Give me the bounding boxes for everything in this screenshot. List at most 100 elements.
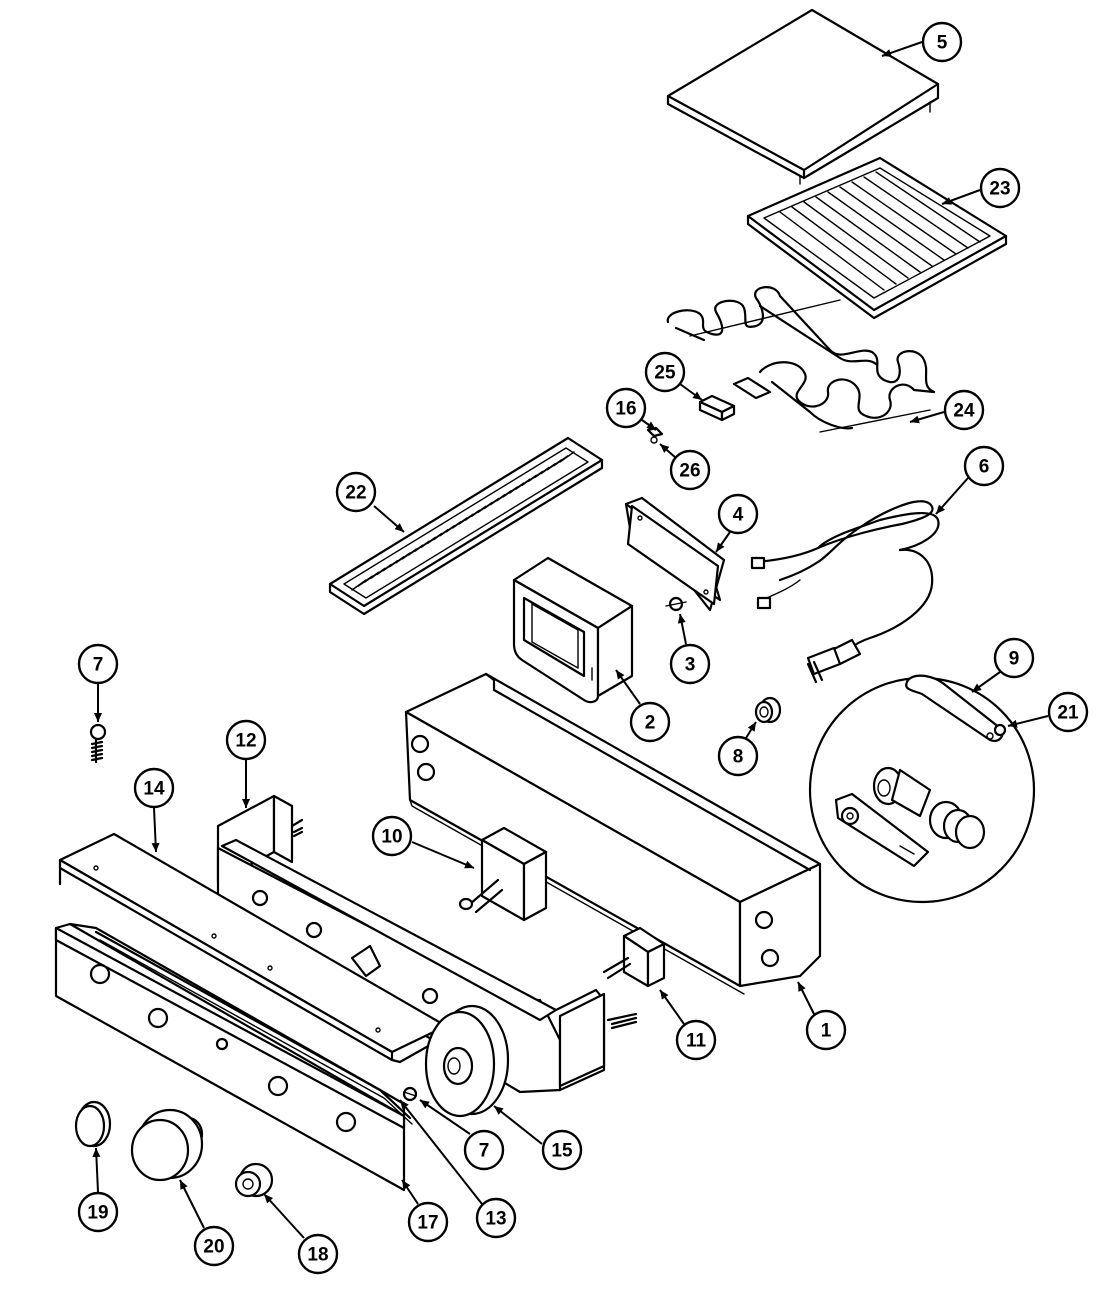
callout-2: 2 <box>629 701 671 743</box>
callout-number: 17 <box>417 1213 438 1234</box>
part-cover-plate <box>666 8 940 185</box>
callout-circle <box>133 767 175 809</box>
callout-number: 26 <box>679 461 700 482</box>
callout-circle <box>77 1191 119 1233</box>
callout-number: 8 <box>733 747 744 768</box>
part-long-grate <box>328 436 604 616</box>
arrowhead <box>494 1106 504 1115</box>
part-small-screw <box>650 436 658 444</box>
arrowhead <box>464 860 474 869</box>
callout-6: 6 <box>963 445 1005 487</box>
arrowhead <box>798 982 806 992</box>
leader-line <box>419 1099 471 1135</box>
callout-20: 20 <box>193 1225 235 1267</box>
callout-25: 25 <box>644 351 686 393</box>
callout-13: 13 <box>475 1197 517 1239</box>
part-rotary-switch <box>458 826 548 922</box>
leader-line <box>493 1105 543 1145</box>
arrowhead <box>92 1148 101 1158</box>
arrowhead <box>616 670 625 680</box>
callout-number: 18 <box>307 1245 328 1266</box>
part-trim-strip <box>94 930 413 1125</box>
callout-number: 6 <box>979 457 990 478</box>
callout-circle <box>717 493 759 535</box>
callout-11: 11 <box>675 1019 717 1061</box>
callout-19: 19 <box>77 1191 119 1233</box>
part-knob <box>130 1108 204 1182</box>
callout-circle <box>225 719 267 761</box>
callout-circle <box>1047 691 1089 733</box>
callout-circle <box>669 449 711 491</box>
arrowhead <box>972 683 982 692</box>
callout-number: 14 <box>143 779 165 800</box>
callout-number: 1 <box>821 1021 832 1042</box>
arrowhead <box>402 1180 411 1190</box>
part-blower-wheel <box>424 1004 510 1118</box>
callout-4: 4 <box>717 493 759 535</box>
callout-circle <box>605 387 647 429</box>
callout-number: 12 <box>235 731 256 752</box>
arrowhead <box>910 415 920 424</box>
arrowhead <box>264 1194 274 1204</box>
arrowhead <box>942 197 952 205</box>
callout-number: 16 <box>615 399 636 420</box>
grate-bar <box>559 451 575 463</box>
callout-18: 18 <box>297 1233 339 1275</box>
callout-circle <box>297 1233 339 1275</box>
callout-number: 15 <box>551 1141 573 1162</box>
callout-circle <box>675 1019 717 1061</box>
arrowhead <box>936 504 945 514</box>
callout-number: 11 <box>686 1031 707 1052</box>
callout-circle <box>463 1129 505 1171</box>
callout-circle <box>193 1225 235 1267</box>
callout-16: 16 <box>605 387 647 429</box>
callout-1: 1 <box>805 1009 847 1051</box>
arrowhead <box>180 1180 188 1190</box>
arrowhead <box>747 722 756 732</box>
callout-circle <box>979 167 1021 209</box>
callout-number: 21 <box>1057 703 1079 724</box>
callout-number: 5 <box>937 33 948 54</box>
callout-17: 17 <box>407 1201 449 1243</box>
callout-number: 23 <box>989 179 1010 200</box>
callout-circle <box>407 1201 449 1243</box>
callout-circle <box>644 351 686 393</box>
part-heating-element <box>666 286 936 433</box>
callout-24: 24 <box>943 389 985 431</box>
part-screw-7-upper <box>89 723 107 764</box>
part-power-cord <box>750 500 940 684</box>
callout-number: 10 <box>381 827 402 848</box>
callout-number: 9 <box>1009 649 1020 670</box>
callout-circle <box>943 389 985 431</box>
part-top-channel <box>58 832 448 1064</box>
callout-3: 3 <box>669 643 711 685</box>
arrowhead <box>94 713 102 722</box>
part-switch-2 <box>602 926 666 988</box>
arrowhead <box>660 990 669 1000</box>
callout-number: 7 <box>479 1141 490 1162</box>
arrowhead <box>716 542 725 552</box>
callout-number: 2 <box>645 713 656 734</box>
leader-line <box>263 1193 305 1239</box>
callout-circle <box>629 701 671 743</box>
arrowhead <box>692 391 702 400</box>
arrowhead <box>882 49 892 57</box>
callout-number: 25 <box>654 363 676 384</box>
leader-line <box>411 841 475 869</box>
part-front-panel <box>54 922 406 1192</box>
callout-12: 12 <box>225 719 267 761</box>
callout-7: 7 <box>77 643 119 685</box>
callout-number: 20 <box>203 1237 224 1258</box>
part-bushing <box>754 696 782 724</box>
callout-circle <box>335 471 377 513</box>
callout-23: 23 <box>979 167 1021 209</box>
part-housing <box>512 556 634 704</box>
callout-9: 9 <box>993 637 1035 679</box>
part-knob-cap <box>74 1100 112 1148</box>
callout-5: 5 <box>921 21 963 63</box>
arrowhead <box>1008 719 1018 728</box>
callout-14: 14 <box>133 767 175 809</box>
arrowhead <box>677 614 686 624</box>
